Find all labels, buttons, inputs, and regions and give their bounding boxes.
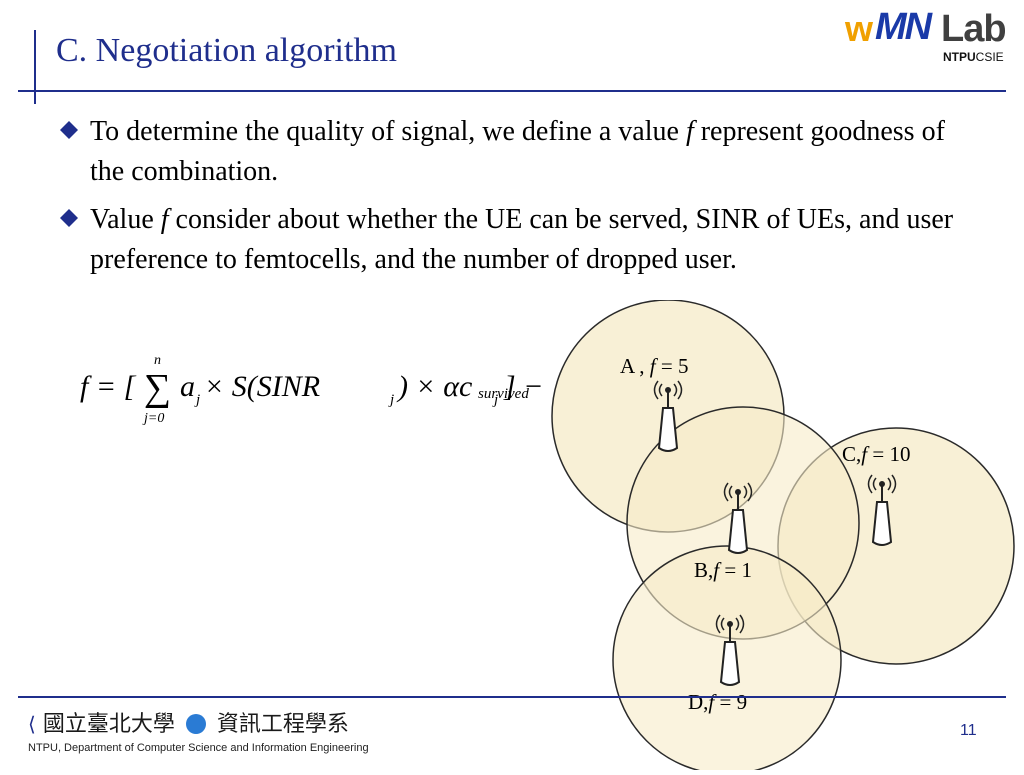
bullet-1: To determine the quality of signal, we d… <box>60 112 980 192</box>
bullet-1-text: To determine the quality of signal, we d… <box>90 116 945 187</box>
logo-w: w <box>845 8 873 49</box>
university-emblem-icon: ⟨ <box>28 712 36 736</box>
department-emblem-icon <box>185 714 206 734</box>
formula-sum-lower: j=0 <box>142 411 164 426</box>
formula-sub-j-3: j <box>492 392 498 408</box>
header-vertical-rule <box>34 30 36 104</box>
footer-department-en: NTPU, Department of Computer Science and… <box>28 742 369 754</box>
formula-lhs: f = [ <box>80 370 137 403</box>
formula-sub-j-2: j <box>388 392 394 408</box>
sigma-icon: ∑ <box>144 367 171 409</box>
slide-title: C. Negotiation algorithm <box>56 32 397 69</box>
diamond-bullet-icon <box>60 121 78 139</box>
cell-a-label: A , f = 5 <box>620 354 689 378</box>
cell-b-label: B,f = 1 <box>694 558 752 582</box>
formula-alpha-c: ) × αc <box>396 370 472 403</box>
cell-c-label: C,f = 10 <box>842 442 911 466</box>
diamond-bullet-icon <box>60 209 78 227</box>
header-horizontal-rule <box>18 90 1006 92</box>
formula-sub-survived: survived <box>478 386 529 402</box>
footer-university-logo: ⟨ 國立臺北大學 資訊工程學系 <box>28 712 349 737</box>
femtocell-graphic <box>551 299 1015 775</box>
formula-f: f = [ n ∑ j=0 a j × S(SINR j ) × αc j ] … <box>80 348 566 428</box>
logo-mn: MN <box>875 6 932 48</box>
bullet-2: Value f consider about whether the UE ca… <box>60 200 980 320</box>
formula-a: a <box>180 370 195 403</box>
page-number: 11 <box>960 722 977 739</box>
femtocell-diagram: A , f = 5 B,f = 1 C,f = 10 D,f = 9 <box>540 299 1024 775</box>
formula-s-sinr: × S(SINR <box>204 370 320 403</box>
formula-sum-upper: n <box>154 353 161 368</box>
bullet-2-text: Value f consider about whether the UE ca… <box>90 204 954 275</box>
formula-sub-j-1: j <box>194 392 200 408</box>
cell-d-label: D,f = 9 <box>688 690 748 714</box>
logo-ntpu-csie: NTPUCSIE <box>943 50 1004 64</box>
wmnlab-logo: w MN Lab NTPUCSIE <box>845 4 1020 66</box>
footer-rule <box>18 696 1006 698</box>
logo-lab: Lab <box>941 8 1007 50</box>
